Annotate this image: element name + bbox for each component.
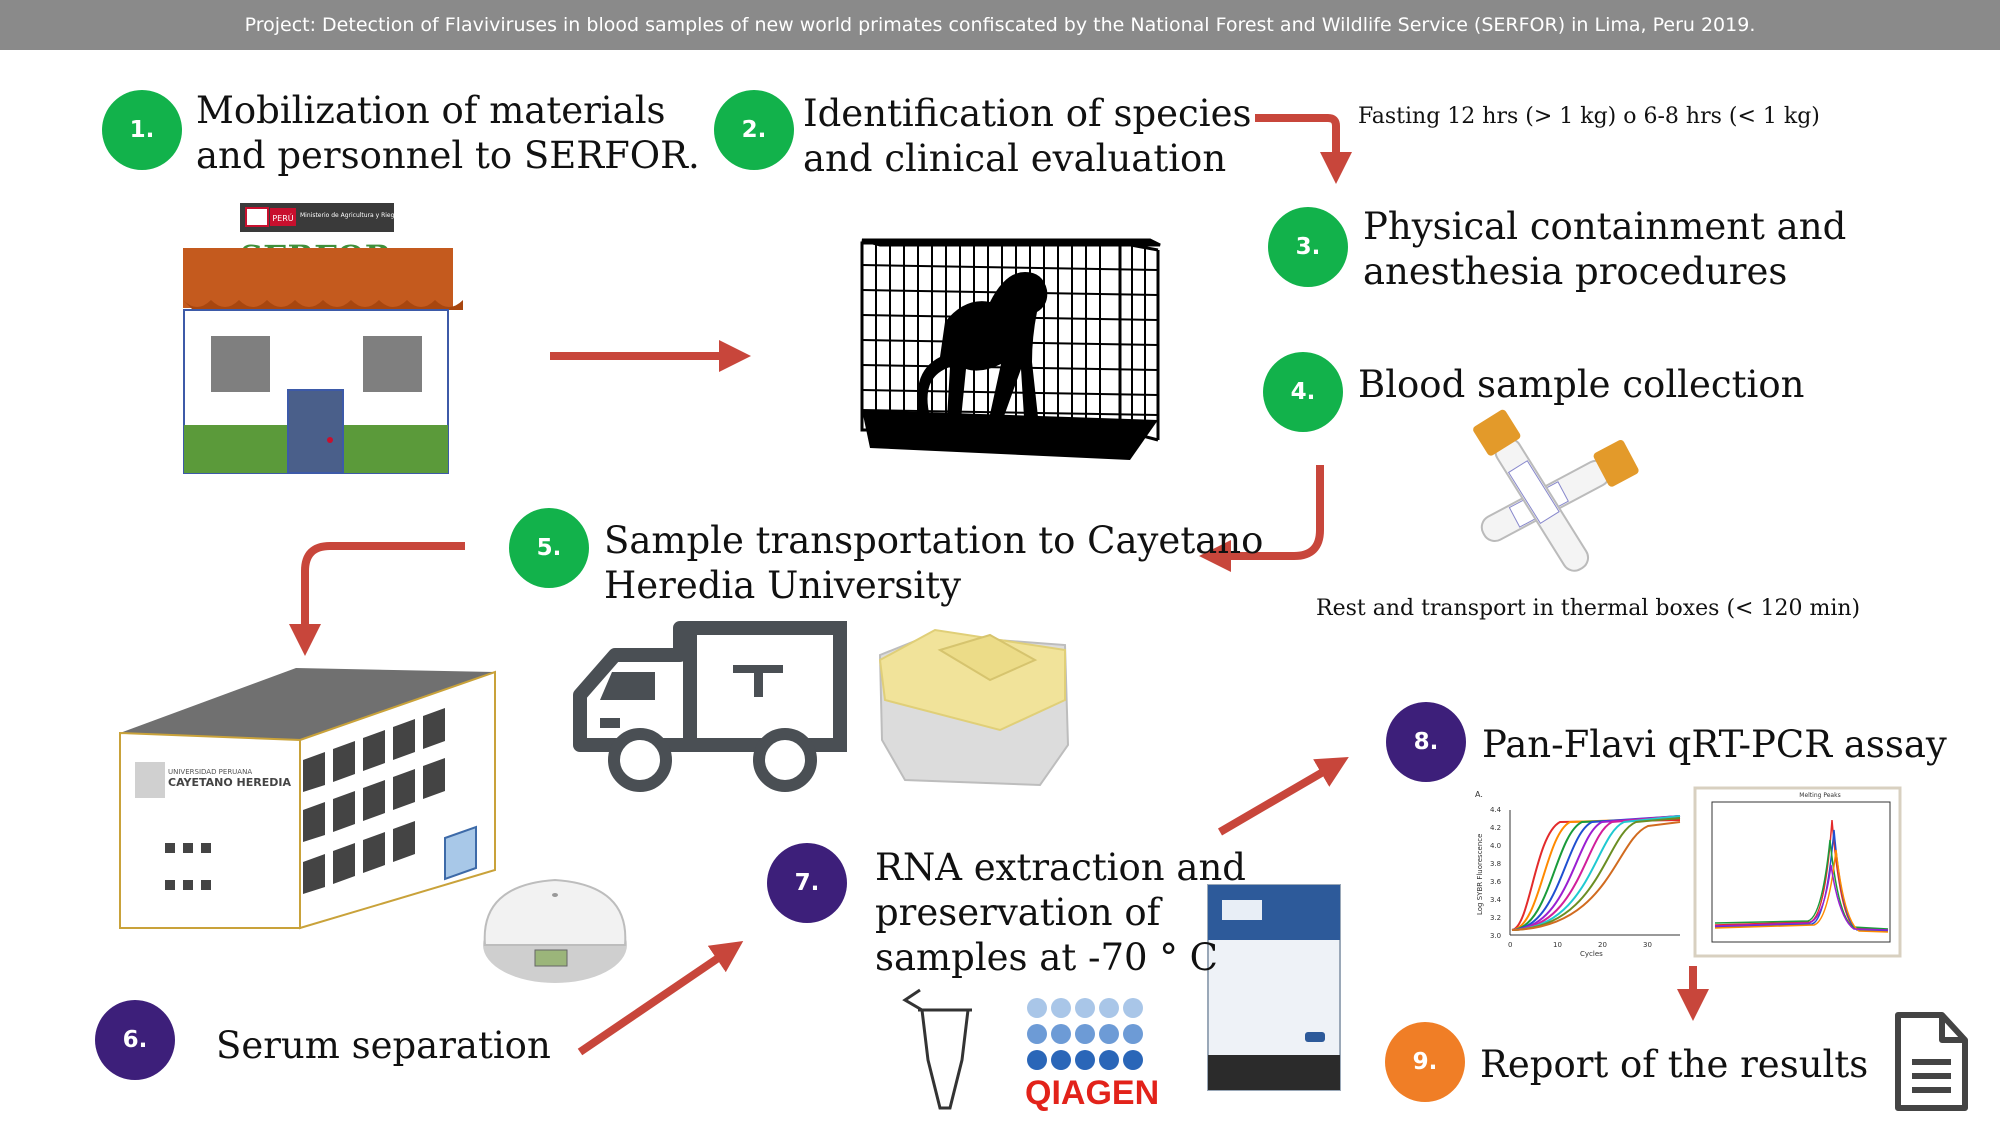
svg-text:A.: A. — [1475, 790, 1483, 799]
svg-text:UNIVERSIDAD PERUANA: UNIVERSIDAD PERUANA — [168, 768, 252, 776]
svg-text:3.0: 3.0 — [1490, 932, 1501, 940]
amplification-chart: A. 4.4 4.2 4.0 3.8 3.6 3.4 3.2 3.0 0 10 … — [1470, 785, 1695, 958]
arrow-6-to-7 — [577, 941, 744, 1056]
step-6-label: Serum separation — [216, 1024, 551, 1067]
svg-text:30: 30 — [1643, 941, 1652, 949]
arrow-2-to-3 — [1255, 114, 1352, 184]
svg-text:QIAGEN: QIAGEN — [1025, 1074, 1159, 1112]
step-9-label: Report of the results — [1480, 1043, 1869, 1086]
step-8-label: Pan-Flavi qRT-PCR assay — [1482, 723, 1947, 766]
serfor-building-icon: PERÚ Ministerio de Agricultura y Riego S… — [183, 203, 463, 474]
truck-icon — [573, 621, 847, 792]
qiagen-logo: QIAGEN — [1025, 998, 1159, 1112]
svg-text:10: 10 — [1553, 941, 1562, 949]
svg-text:Cycles: Cycles — [1580, 950, 1603, 958]
step-8-badge: 8. — [1386, 702, 1466, 782]
microtube-icon — [902, 988, 972, 1110]
step-3-badge: 3. — [1268, 207, 1348, 287]
step-5-badge: 5. — [509, 508, 589, 588]
svg-text:3.2: 3.2 — [1490, 914, 1501, 922]
arrow-5-to-university — [289, 542, 465, 656]
step-9-badge: 9. — [1385, 1022, 1465, 1102]
svg-text:3.8: 3.8 — [1490, 860, 1501, 868]
svg-text:Melting Peaks: Melting Peaks — [1799, 792, 1840, 799]
svg-text:CAYETANO HEREDIA: CAYETANO HEREDIA — [168, 776, 291, 789]
fasting-note: Fasting 12 hrs (> 1 kg) o 6-8 hrs (< 1 k… — [1358, 104, 1820, 129]
svg-text:0: 0 — [1508, 941, 1512, 949]
step-4-badge: 4. — [1263, 352, 1343, 432]
blood-tubes-icon — [1473, 409, 1639, 572]
svg-text:3.6: 3.6 — [1490, 878, 1502, 886]
step-4-label: Blood sample collection — [1358, 363, 1805, 406]
arrow-7-to-8 — [1217, 756, 1349, 836]
centrifuge-icon — [483, 878, 627, 983]
step-1-badge: 1. — [102, 90, 182, 170]
thermal-box-icon — [878, 628, 1070, 787]
melting-peaks-chart: Melting Peaks — [1693, 786, 1902, 958]
svg-text:PERÚ: PERÚ — [272, 212, 293, 223]
flow-arrows — [289, 114, 1709, 1056]
university-building-icon: UNIVERSIDAD PERUANA CAYETANO HEREDIA — [119, 668, 496, 930]
svg-text:Log SYBR Fluorescence: Log SYBR Fluorescence — [1476, 834, 1484, 915]
cage-with-monkey-icon — [860, 238, 1161, 460]
svg-text:4.0: 4.0 — [1490, 842, 1501, 850]
svg-text:3.4: 3.4 — [1490, 896, 1502, 904]
svg-text:20: 20 — [1598, 941, 1607, 949]
arrow-4-to-5 — [1199, 465, 1324, 572]
svg-text:4.4: 4.4 — [1490, 806, 1502, 814]
document-icon — [1895, 1012, 1968, 1111]
svg-text:Ministerio de Agricultura y Ri: Ministerio de Agricultura y Riego — [300, 212, 398, 219]
svg-text:4.2: 4.2 — [1490, 824, 1501, 832]
step-6-badge: 6. — [95, 1000, 175, 1080]
ultra-freezer-icon — [1207, 884, 1341, 1091]
transport-note: Rest and transport in thermal boxes (< 1… — [1316, 596, 1861, 621]
step-7-badge: 7. — [767, 843, 847, 923]
step-2-badge: 2. — [714, 90, 794, 170]
title-banner: Project: Detection of Flaviviruses in bl… — [0, 0, 2000, 50]
